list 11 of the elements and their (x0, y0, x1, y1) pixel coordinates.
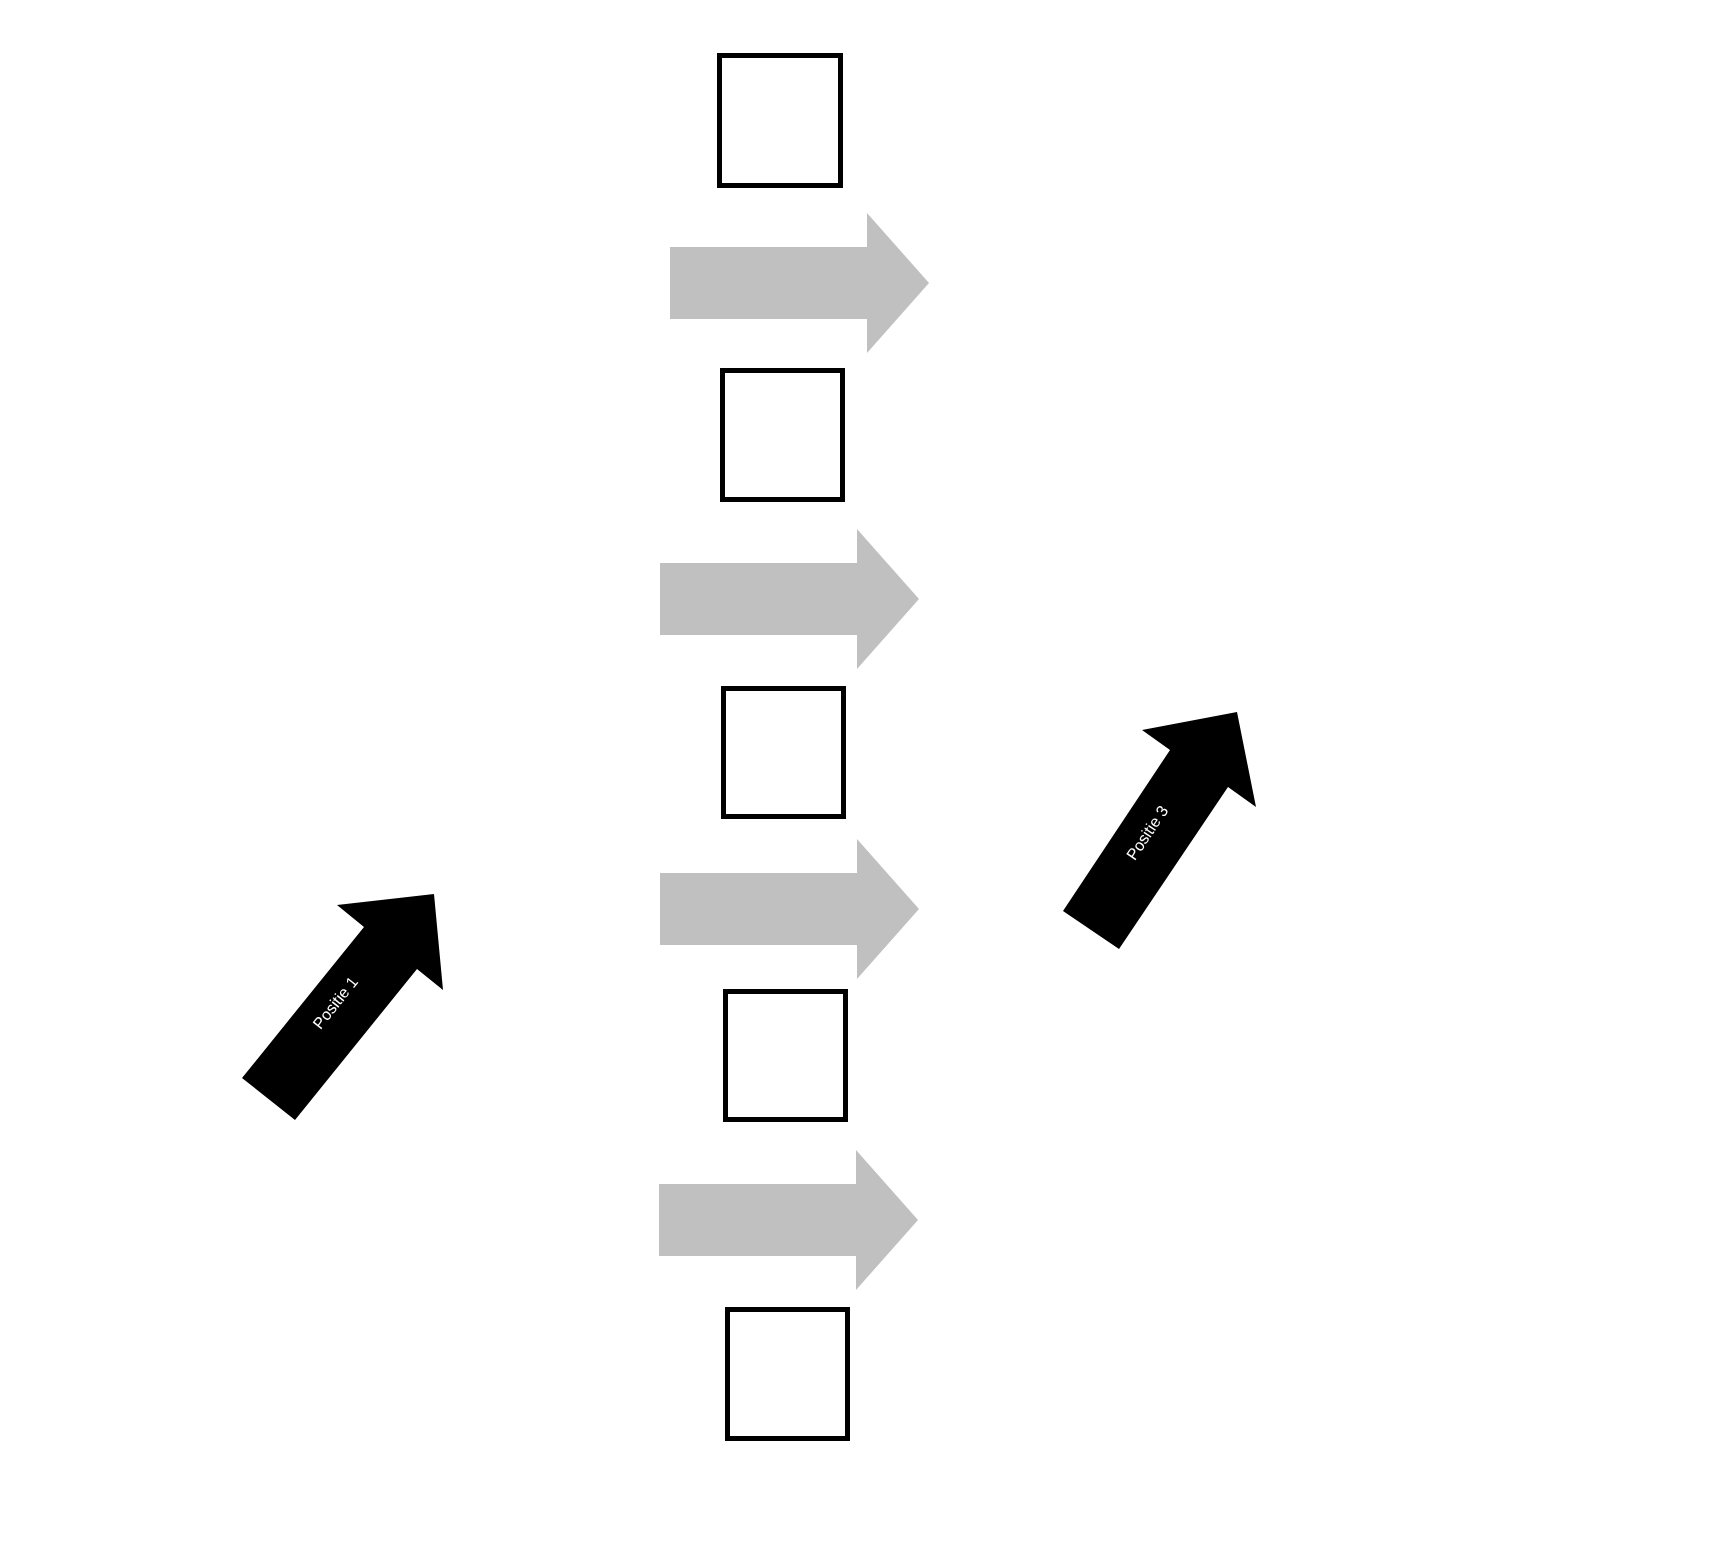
empty-square (725, 1307, 850, 1441)
block-arrow (242, 894, 443, 1120)
empty-square (717, 53, 843, 188)
arrow (660, 839, 919, 979)
empty-square (723, 989, 848, 1122)
arrow (659, 1149, 918, 1290)
arrow (660, 529, 919, 669)
arrow (670, 213, 929, 353)
empty-square (721, 686, 846, 819)
block-arrow (1063, 712, 1256, 949)
empty-square (720, 368, 845, 502)
